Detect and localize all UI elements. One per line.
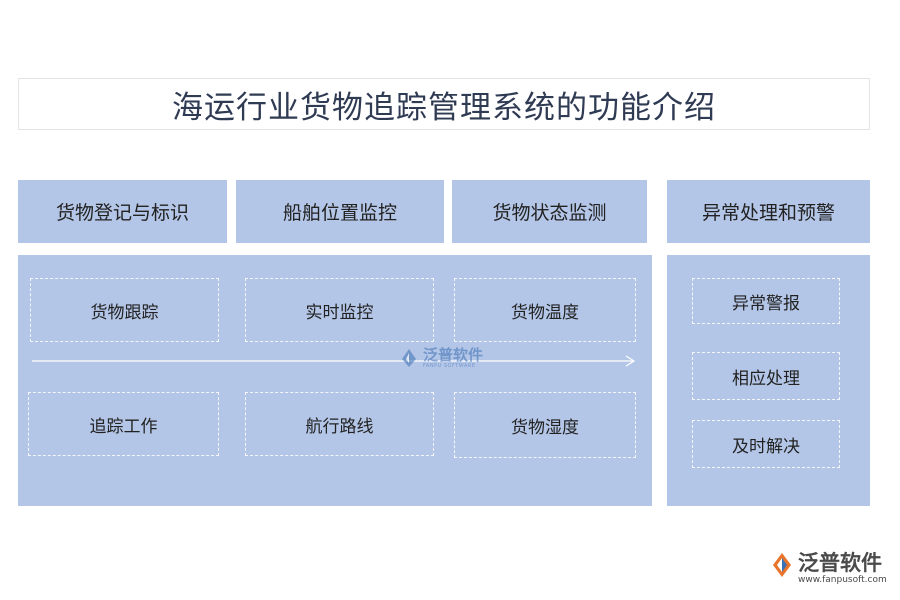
title-box: 海运行业货物追踪管理系统的功能介绍 — [18, 78, 870, 130]
flow-arrow — [32, 355, 636, 367]
item-timely-resolution: 及时解决 — [692, 420, 840, 468]
item-tracking-work: 追踪工作 — [28, 392, 219, 456]
watermark-name: 泛普软件 — [423, 345, 484, 364]
item-cargo-tracking: 货物跟踪 — [30, 278, 219, 342]
brand-logo: 泛普软件 www.fanpusoft.com — [770, 551, 895, 596]
side-panel — [667, 255, 870, 506]
brand-name: 泛普软件 — [798, 551, 882, 575]
diagram-title: 海运行业货物追踪管理系统的功能介绍 — [172, 89, 716, 126]
watermark-icon — [402, 349, 416, 367]
header-exception-alert: 异常处理和预警 — [667, 180, 870, 243]
item-cargo-humidity: 货物湿度 — [454, 392, 636, 458]
header-ship-position: 船舶位置监控 — [236, 180, 444, 243]
item-cargo-temperature: 货物温度 — [454, 278, 636, 342]
main-panel — [18, 255, 652, 506]
brand-logo-icon — [773, 553, 791, 577]
item-response-handling: 相应处理 — [692, 352, 840, 400]
item-exception-alarm: 异常警报 — [692, 278, 840, 324]
item-realtime-monitoring: 实时监控 — [245, 278, 434, 342]
header-cargo-registration: 货物登记与标识 — [18, 180, 227, 243]
watermark-sub: FANPU SOFTWARE — [423, 362, 476, 369]
watermark-logo: 泛普软件 FANPU SOFTWARE — [398, 342, 498, 374]
item-voyage-route: 航行路线 — [245, 392, 434, 456]
header-cargo-status: 货物状态监测 — [452, 180, 647, 243]
brand-url: www.fanpusoft.com — [798, 575, 887, 586]
